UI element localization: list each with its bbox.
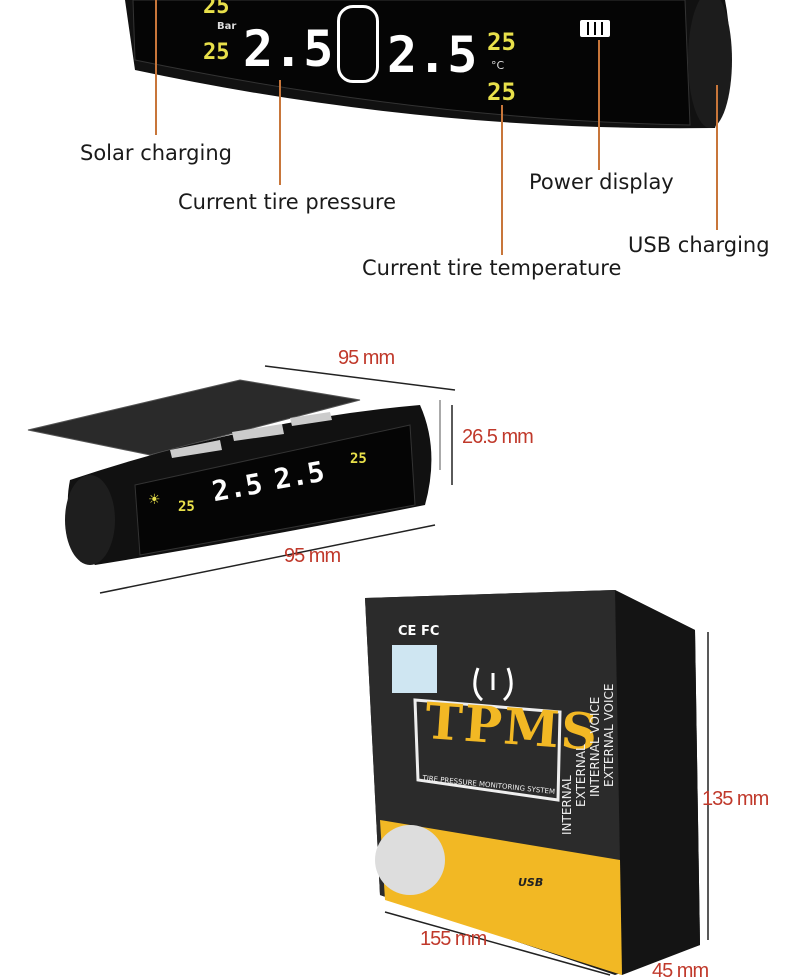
label-usb-charging: USB charging bbox=[628, 233, 770, 257]
box-usb-mark: USB bbox=[518, 876, 544, 889]
leader-temperature bbox=[501, 105, 503, 255]
dim-height: 26.5 mm bbox=[462, 426, 534, 448]
side-option: EXTERNAL VOICE bbox=[602, 683, 616, 787]
leader-usb bbox=[716, 85, 718, 230]
lcd-unit-celsius: °C bbox=[491, 59, 505, 72]
side-option: INTERNAL VOICE bbox=[588, 696, 602, 797]
side-option: INTERNAL bbox=[560, 775, 574, 835]
lcd-temp-1: 25 bbox=[203, 0, 230, 19]
leader-power bbox=[598, 40, 600, 170]
mid-lcd-temp: 25 bbox=[178, 499, 195, 515]
lcd-pressure-1: 2.5 bbox=[243, 20, 334, 78]
label-current-tire-temperature: Current tire temperature bbox=[362, 256, 622, 280]
box-side-options: INTERNAL EXTERNAL INTERNAL VOICE EXTERNA… bbox=[560, 684, 616, 835]
lcd-temp-4: 25 bbox=[487, 78, 516, 106]
mid-lcd-pressure: 2.5 bbox=[209, 466, 265, 509]
top-device: 25 Bar 25 2.5 2.5 25 °C 25 bbox=[125, 0, 735, 135]
certification-marks: CE FC bbox=[398, 624, 440, 639]
label-current-tire-pressure: Current tire pressure bbox=[178, 190, 397, 214]
label-power-display: Power display bbox=[529, 170, 674, 194]
label-solar-charging: Solar charging bbox=[80, 141, 232, 165]
dim-box-depth: 45 mm bbox=[652, 960, 709, 978]
leader-solar bbox=[155, 0, 157, 135]
leader-pressure bbox=[279, 80, 281, 185]
mid-lcd-temp-2: 25 bbox=[350, 451, 367, 467]
sun-icon: ☀ bbox=[148, 492, 161, 508]
car-icon bbox=[337, 5, 379, 83]
lcd-temp-3: 25 bbox=[487, 28, 516, 56]
dim-length-bottom: 95 mm bbox=[284, 545, 341, 567]
mid-lcd-pressure-2: 2.5 bbox=[271, 454, 327, 497]
dim-box-width: 155 mm bbox=[420, 928, 487, 950]
battery-icon bbox=[580, 20, 610, 37]
lcd-unit-bar: Bar bbox=[217, 21, 237, 32]
lcd-pressure-2: 2.5 bbox=[387, 26, 478, 84]
dim-box-height: 135 mm bbox=[702, 788, 769, 810]
dim-length-top: 95 mm bbox=[338, 347, 395, 369]
side-option: EXTERNAL bbox=[574, 744, 588, 807]
lcd-temp-2: 25 bbox=[203, 40, 230, 65]
